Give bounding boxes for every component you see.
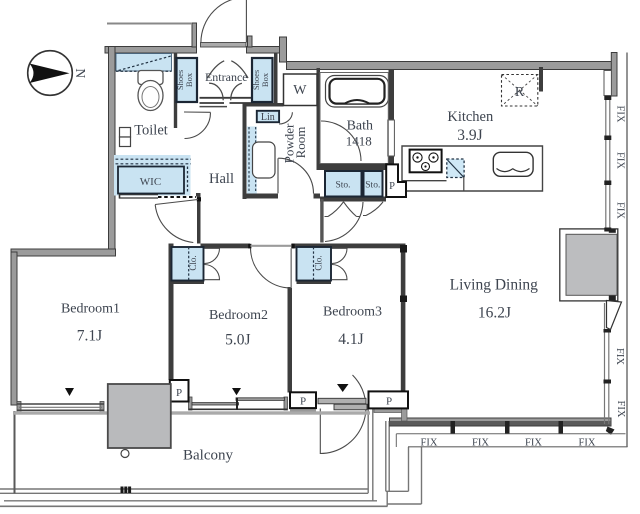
svg-text:FIX: FIX [614, 348, 625, 365]
svg-text:Shoes: Shoes [175, 70, 185, 90]
svg-text:4.1J: 4.1J [338, 331, 363, 348]
svg-text:1418: 1418 [346, 134, 372, 149]
svg-text:Box: Box [260, 72, 270, 87]
svg-text:FIX: FIX [615, 401, 626, 418]
svg-text:P: P [300, 396, 306, 408]
svg-text:Hall: Hall [209, 171, 234, 187]
svg-text:Room: Room [293, 127, 308, 159]
svg-text:Lin: Lin [261, 112, 275, 123]
svg-text:16.2J: 16.2J [478, 305, 511, 322]
svg-text:FIX: FIX [615, 106, 626, 123]
svg-text:Kitchen: Kitchen [447, 109, 494, 125]
svg-text:FIX: FIX [421, 438, 438, 449]
svg-text:5.0J: 5.0J [225, 332, 250, 349]
svg-text:7.1J: 7.1J [77, 328, 102, 345]
svg-text:Living Dining: Living Dining [450, 277, 539, 294]
svg-text:WIC: WIC [140, 176, 161, 188]
svg-text:P: P [389, 181, 395, 192]
svg-text:Balcony: Balcony [183, 448, 233, 464]
svg-text:P: P [176, 387, 182, 399]
svg-text:Bedroom1: Bedroom1 [61, 302, 120, 317]
svg-text:Powder: Powder [282, 123, 297, 163]
svg-text:Clo.: Clo. [314, 255, 324, 270]
svg-text:Bath: Bath [347, 119, 373, 134]
svg-text:FIX: FIX [579, 438, 596, 449]
svg-text:FIX: FIX [615, 152, 626, 169]
svg-text:Toilet: Toilet [134, 123, 168, 139]
svg-text:Bedroom3: Bedroom3 [323, 305, 382, 320]
svg-text:Box: Box [184, 72, 194, 87]
svg-text:P: P [386, 396, 392, 408]
svg-text:3.9J: 3.9J [457, 127, 482, 144]
svg-text:FIX: FIX [615, 202, 626, 219]
svg-text:Clo.: Clo. [188, 255, 198, 270]
svg-text:N: N [73, 68, 88, 78]
svg-text:FIX: FIX [472, 438, 489, 449]
svg-text:R: R [515, 85, 525, 100]
svg-text:Entrance: Entrance [205, 70, 248, 84]
svg-text:FIX: FIX [525, 438, 542, 449]
svg-text:Shoes: Shoes [251, 70, 261, 90]
svg-text:W: W [293, 83, 307, 98]
svg-text:Bedroom2: Bedroom2 [209, 308, 268, 323]
svg-text:Sto.: Sto. [365, 181, 380, 191]
svg-text:Sto.: Sto. [335, 181, 350, 191]
